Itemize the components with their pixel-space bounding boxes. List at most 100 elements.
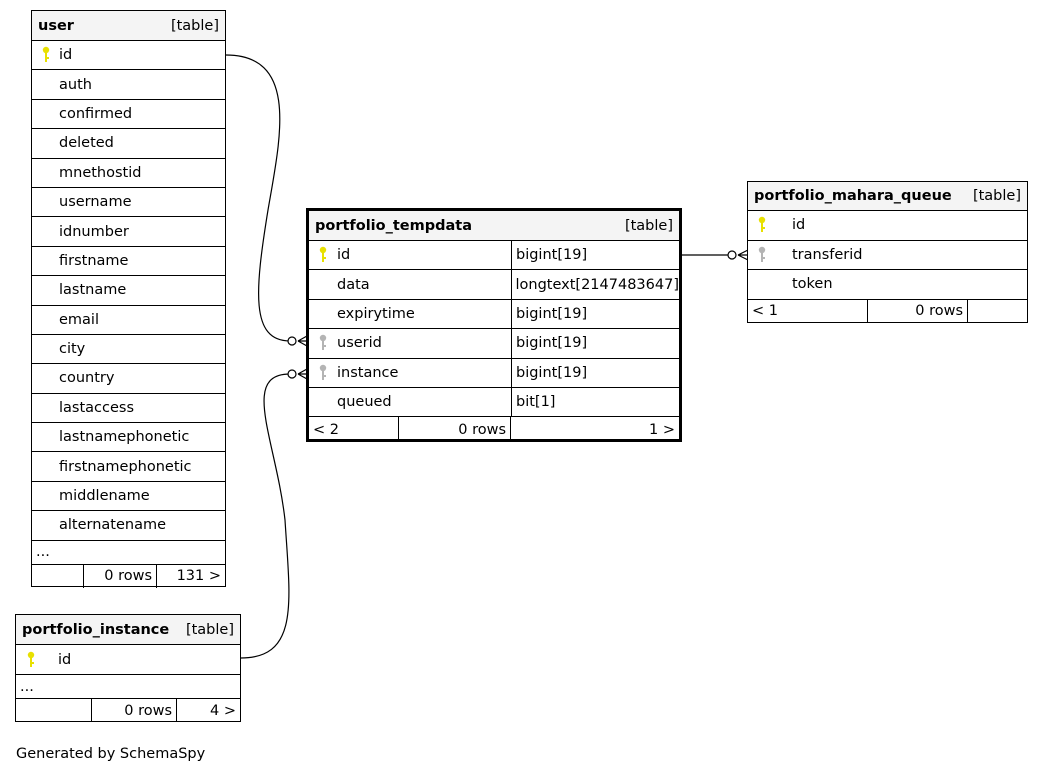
column-type: bigint[19] (511, 241, 679, 270)
table-user[interactable]: user [table] id auth confirmed deleted mneth… (31, 10, 226, 588)
column-row[interactable]: transferid (748, 241, 1027, 270)
foreign-key-icon (309, 334, 337, 352)
primary-key-icon (18, 651, 44, 669)
column-row[interactable]: instance bigint[19] (309, 358, 679, 388)
column-name: confirmed (59, 105, 133, 122)
column-row[interactable]: data longtext[2147483647] (309, 270, 679, 300)
ellipsis: ... (36, 544, 50, 561)
column-name: token (792, 276, 833, 293)
table-kind: [table] (185, 621, 234, 638)
table-name: portfolio_mahara_queue (754, 188, 952, 204)
column-row[interactable]: lastname (32, 276, 225, 306)
foreign-key-icon (309, 364, 337, 382)
ellipsis-row: ... (16, 675, 240, 699)
generated-by-note: Generated by SchemaSpy (16, 746, 206, 762)
column-row[interactable]: email (32, 306, 225, 335)
column-name: alternatename (59, 517, 167, 534)
table-header: portfolio_mahara_queue [table] (748, 182, 1027, 211)
column-name: auth (59, 76, 92, 93)
column-name: email (59, 311, 99, 328)
column-name: firstname (59, 252, 129, 269)
column-name: instance (337, 364, 399, 381)
column-row[interactable]: userid bigint[19] (309, 329, 679, 359)
column-name: lastname (59, 282, 127, 299)
table-name: portfolio_tempdata (315, 217, 472, 234)
column-row[interactable]: lastaccess (32, 394, 225, 424)
column-row[interactable]: id bigint[19] (309, 241, 679, 271)
crowfoot-transferid (727, 249, 749, 261)
column-row[interactable]: confirmed (32, 100, 225, 130)
column-type: bigint[19] (511, 329, 679, 358)
column-name: middlename (59, 488, 150, 505)
crowfoot-userid (287, 335, 308, 347)
column-row[interactable]: idnumber (32, 217, 225, 247)
column-name: id (59, 47, 73, 64)
foreign-key-icon (748, 246, 776, 264)
crowfoot-instance (287, 368, 308, 380)
table-kind: [table] (972, 188, 1021, 204)
column-row[interactable]: id (32, 41, 225, 71)
footer-parents (32, 565, 83, 588)
column-type: bigint[19] (511, 358, 679, 387)
column-name: city (59, 341, 86, 358)
table-footer: 0 rows 131 > (32, 564, 225, 588)
column-row[interactable]: alternatename (32, 511, 225, 541)
ellipsis: ... (20, 678, 34, 695)
column-name: expirytime (337, 305, 415, 322)
table-header: portfolio_instance [table] (16, 615, 240, 645)
primary-key-icon (32, 46, 59, 64)
footer-children: 131 > (156, 564, 225, 588)
column-row[interactable]: id (748, 211, 1027, 241)
column-row[interactable]: id (16, 645, 240, 675)
column-name: lastaccess (59, 399, 135, 416)
table-name: user (38, 17, 74, 34)
table-footer: 0 rows 4 > (16, 699, 240, 722)
column-row[interactable]: firstname (32, 247, 225, 277)
column-name: idnumber (59, 223, 129, 240)
column-name: country (59, 370, 115, 387)
table-header: user [table] (32, 11, 225, 41)
ellipsis-row: ... (32, 541, 225, 565)
column-row[interactable]: mnethostid (32, 159, 225, 188)
footer-rows: 0 rows (83, 564, 156, 588)
column-row[interactable]: token (748, 270, 1027, 300)
primary-key-icon (748, 216, 776, 234)
table-header: portfolio_tempdata [table] (309, 211, 679, 241)
column-row[interactable]: auth (32, 70, 225, 100)
footer-rows: 0 rows (867, 299, 967, 323)
column-name: username (59, 194, 132, 211)
column-type: bit[1] (511, 387, 679, 417)
column-name: lastnamephonetic (59, 429, 190, 446)
table-portfolio-instance[interactable]: portfolio_instance [table] id ... 0 rows… (15, 614, 241, 722)
table-kind: [table] (624, 217, 673, 234)
footer-children: 1 > (510, 417, 679, 443)
primary-key-icon (309, 246, 337, 264)
column-name: deleted (59, 135, 114, 152)
table-kind: [table] (170, 17, 219, 34)
link-instance-to-tempdata-instance (240, 373, 291, 659)
footer-parents (16, 699, 91, 722)
column-row[interactable]: deleted (32, 129, 225, 159)
column-name: firstnamephonetic (59, 458, 192, 475)
column-name: id (337, 247, 351, 264)
column-name: transferid (792, 246, 863, 263)
column-row[interactable]: lastnamephonetic (32, 423, 225, 453)
column-name: id (58, 651, 72, 668)
column-row[interactable]: middlename (32, 482, 225, 512)
table-footer: < 1 0 rows (748, 299, 1027, 323)
column-row[interactable]: city (32, 335, 225, 365)
column-name: id (792, 217, 806, 234)
table-footer: < 2 0 rows 1 > (309, 417, 679, 443)
column-name: data (337, 276, 370, 293)
column-row[interactable]: firstnamephonetic (32, 452, 225, 482)
table-portfolio-mahara-queue[interactable]: portfolio_mahara_queue [table] id transfe… (747, 181, 1028, 323)
column-row[interactable]: username (32, 188, 225, 218)
column-name: userid (337, 335, 382, 352)
column-row[interactable]: country (32, 364, 225, 394)
column-name: mnethostid (59, 164, 142, 181)
column-type: longtext[2147483647] (510, 270, 679, 299)
